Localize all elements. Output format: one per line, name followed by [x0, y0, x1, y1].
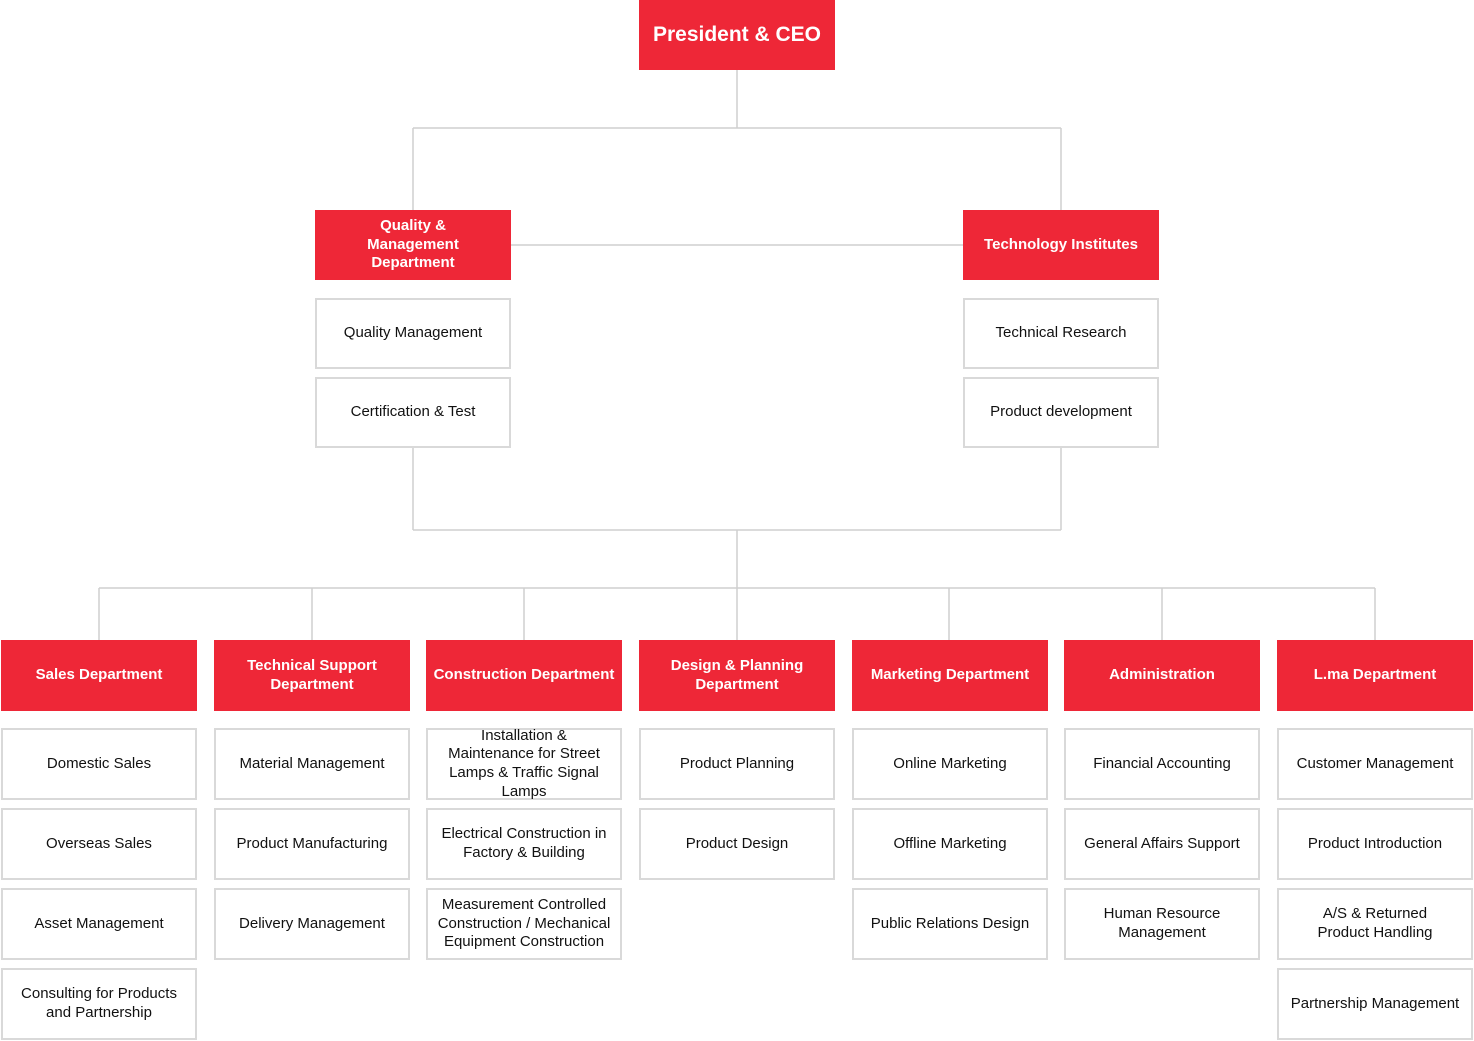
department-title: Administration	[1109, 666, 1215, 684]
department-header-sales: Sales Department	[1, 640, 197, 711]
department-unit-label: Financial Accounting	[1093, 754, 1231, 772]
department-unit-label: Product Design	[685, 834, 789, 852]
department-unit-label: Overseas Sales	[46, 834, 152, 852]
department-unit-box: Electrical Construction in Factory & Bui…	[426, 808, 622, 880]
department-unit-box: Overseas Sales	[1, 808, 197, 880]
department-title: Marketing Department	[870, 666, 1030, 684]
department-unit-label: Product Manufacturing	[236, 834, 388, 852]
department-unit-label: Public Relations Design	[870, 914, 1030, 932]
department-unit-label: Delivery Management	[239, 914, 385, 932]
ceo-title: President & CEO	[652, 22, 822, 46]
quality-unit-box: Quality Management	[315, 298, 511, 369]
department-unit-label: Offline Marketing	[893, 834, 1007, 852]
department-unit-label: Consulting for Products and Partnership	[21, 985, 177, 1021]
department-header-lma: L.ma Department	[1277, 640, 1473, 711]
department-unit-label: Installation & Maintenance for Street La…	[448, 726, 600, 800]
department-unit-box: Customer Management	[1277, 728, 1473, 800]
department-unit-label: Domestic Sales	[46, 754, 152, 772]
department-title: Design & Planning Department	[670, 656, 804, 693]
department-header-technical-support: Technical Support Department	[214, 640, 410, 711]
department-header-marketing: Marketing Department	[852, 640, 1048, 711]
department-unit-label: A/S & Returned Product Handling	[1317, 905, 1433, 941]
department-unit-box: Online Marketing	[852, 728, 1048, 800]
department-unit-label: Asset Management	[34, 914, 164, 932]
ceo-box: President & CEO	[639, 0, 835, 70]
technology-institutes-title: Technology Institutes	[984, 235, 1138, 253]
department-title: Construction Department	[433, 666, 615, 684]
department-unit-box: Material Management	[214, 728, 410, 800]
department-unit-label: Measurement Controlled Construction / Me…	[437, 895, 611, 951]
department-unit-label: Electrical Construction in Factory & Bui…	[441, 825, 607, 861]
department-unit-label: Product Introduction	[1307, 834, 1443, 852]
department-header-administration: Administration	[1064, 640, 1260, 711]
department-unit-label: Partnership Management	[1290, 994, 1460, 1012]
department-unit-box: Product Design	[639, 808, 835, 880]
department-header-design-planning: Design & Planning Department	[639, 640, 835, 711]
technology-unit-label: Technical Research	[995, 324, 1127, 342]
department-unit-label: Human Resource Management	[1103, 905, 1221, 941]
department-unit-box: Product Planning	[639, 728, 835, 800]
department-unit-box: Human Resource Management	[1064, 888, 1260, 960]
department-unit-label: Material Management	[239, 754, 385, 772]
quality-unit-box: Certification & Test	[315, 377, 511, 448]
department-unit-box: Financial Accounting	[1064, 728, 1260, 800]
department-unit-box: Product Manufacturing	[214, 808, 410, 880]
department-unit-box: Domestic Sales	[1, 728, 197, 800]
department-title: Sales Department	[35, 666, 163, 684]
department-unit-box: Asset Management	[1, 888, 197, 960]
department-unit-box: Delivery Management	[214, 888, 410, 960]
department-unit-label: General Affairs Support	[1084, 834, 1240, 852]
department-title: L.ma Department	[1313, 666, 1437, 684]
department-unit-box: Consulting for Products and Partnership	[1, 968, 197, 1040]
department-unit-box: A/S & Returned Product Handling	[1277, 888, 1473, 960]
department-unit-box: Offline Marketing	[852, 808, 1048, 880]
department-unit-box: General Affairs Support	[1064, 808, 1260, 880]
technology-institutes-header: Technology Institutes	[963, 210, 1159, 280]
department-unit-label: Product Planning	[679, 754, 795, 772]
quality-management-department-header: Quality & Management Department	[315, 210, 511, 280]
department-unit-box: Public Relations Design	[852, 888, 1048, 960]
quality-unit-label: Certification & Test	[350, 403, 476, 421]
department-unit-box: Installation & Maintenance for Street La…	[426, 726, 622, 800]
technology-unit-label: Product development	[990, 403, 1132, 421]
department-header-construction: Construction Department	[426, 640, 622, 711]
department-title: Technical Support Department	[247, 656, 377, 693]
department-unit-label: Online Marketing	[893, 754, 1007, 772]
technology-unit-box: Product development	[963, 377, 1159, 448]
department-unit-box: Product Introduction	[1277, 808, 1473, 880]
department-unit-label: Customer Management	[1296, 754, 1454, 772]
technology-unit-box: Technical Research	[963, 298, 1159, 369]
department-unit-box: Partnership Management	[1277, 968, 1473, 1040]
quality-unit-label: Quality Management	[343, 324, 483, 342]
department-unit-box: Measurement Controlled Construction / Me…	[426, 888, 622, 960]
quality-management-department-title: Quality & Management Department	[367, 216, 459, 272]
